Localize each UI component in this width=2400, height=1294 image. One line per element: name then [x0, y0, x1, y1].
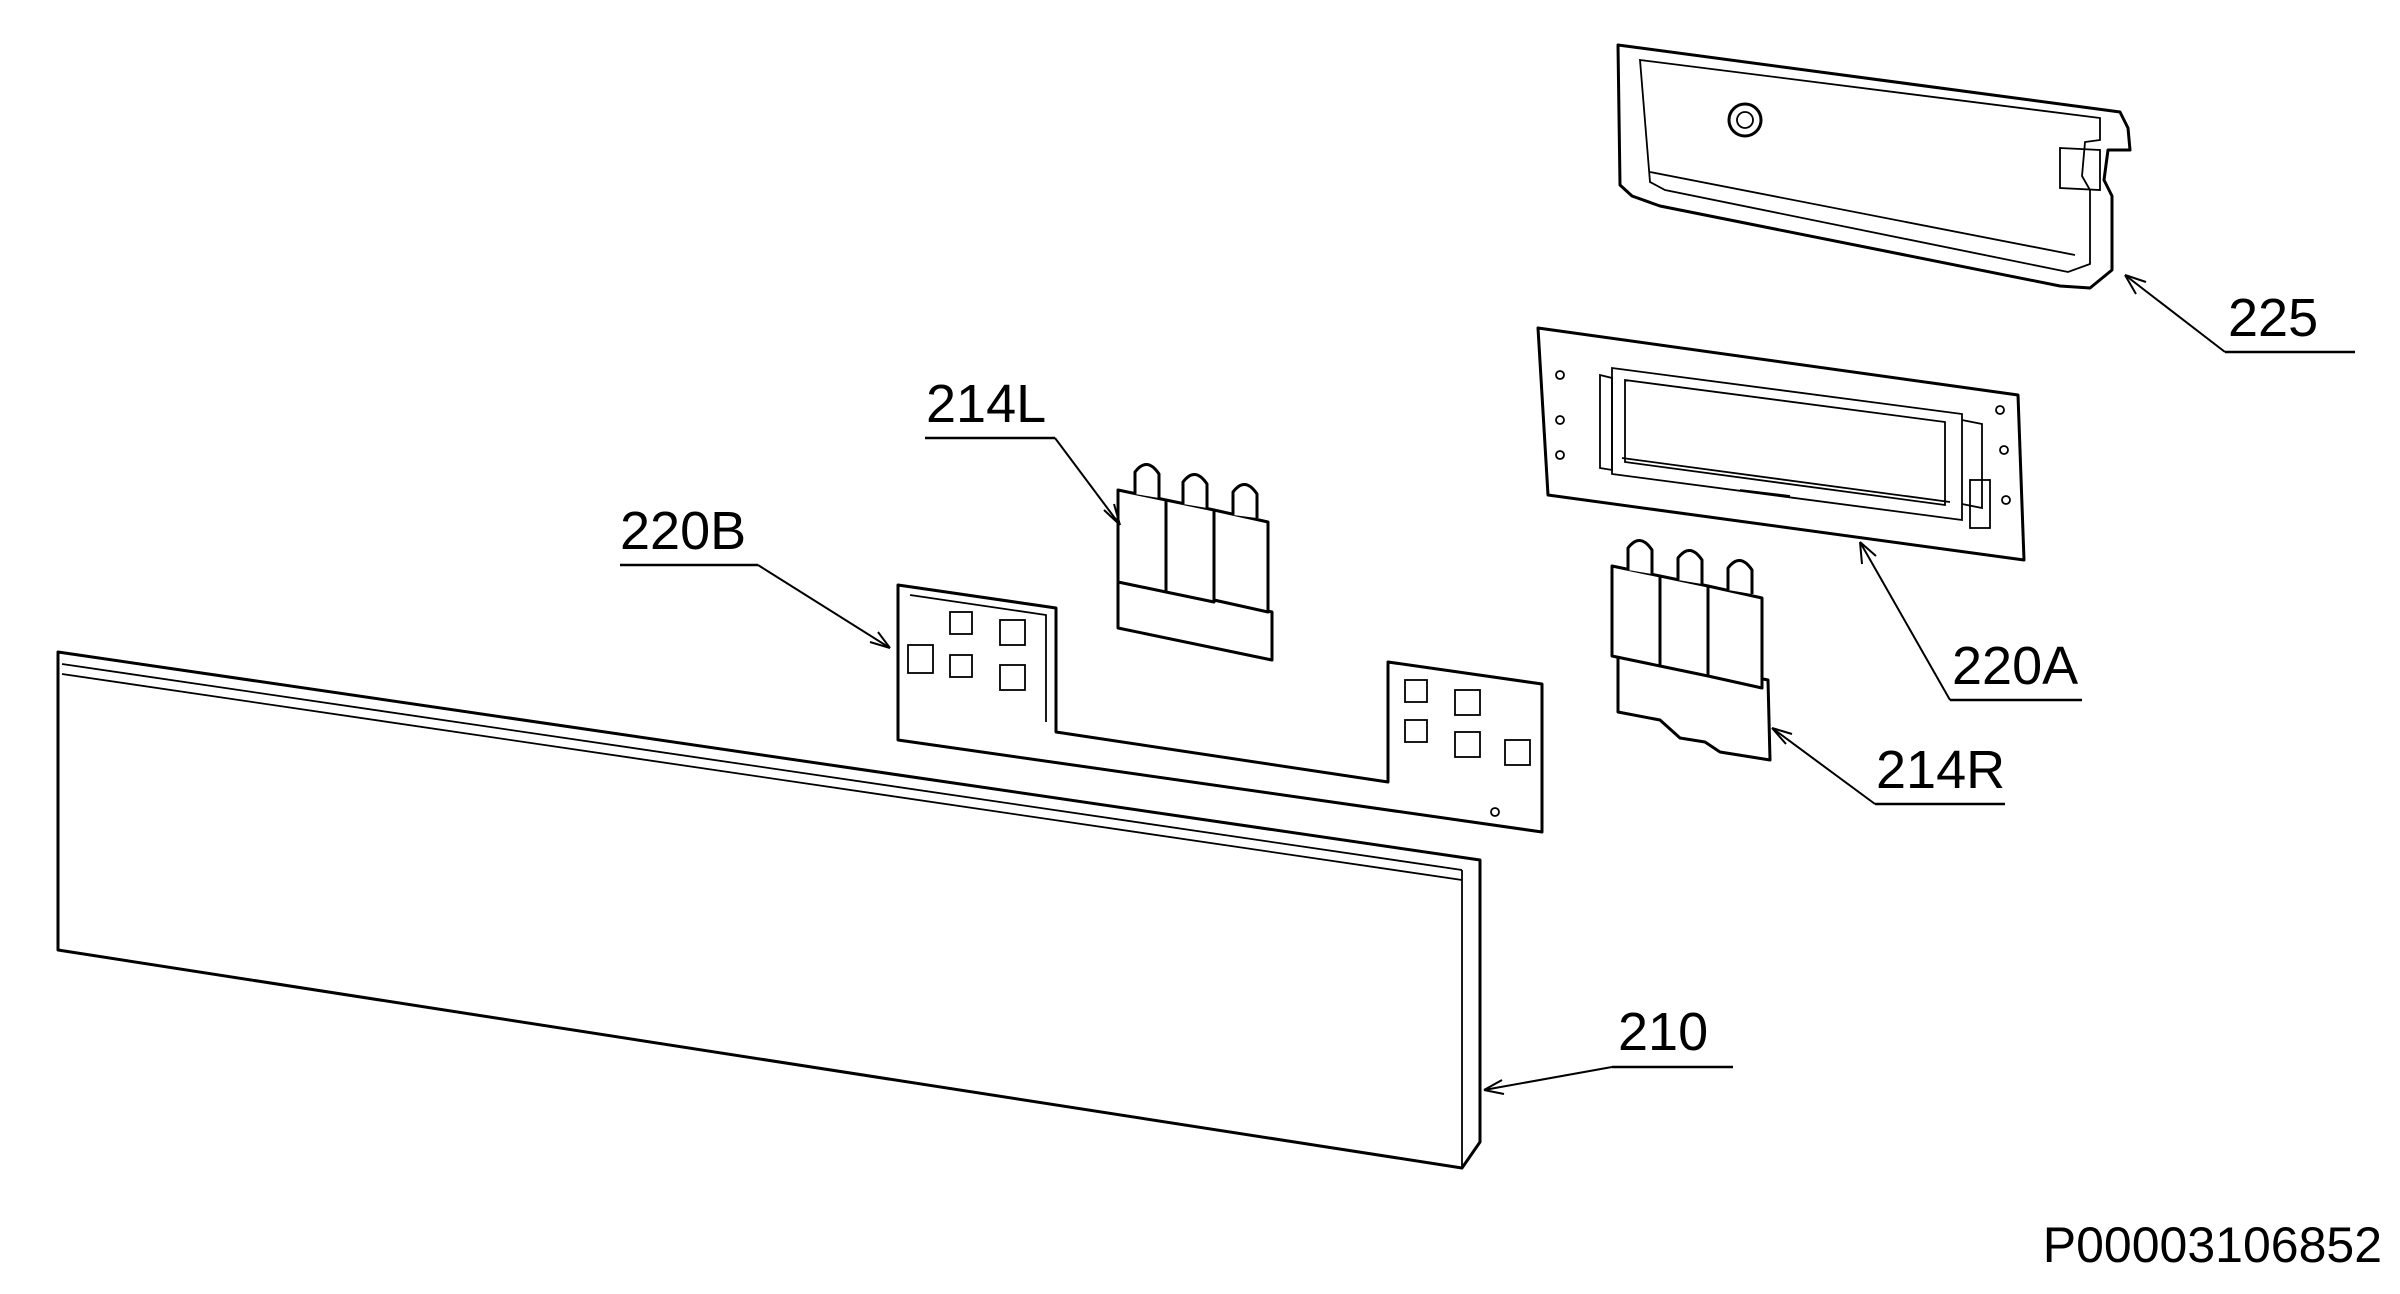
callout-label-220b: 220B	[620, 501, 746, 561]
callout-label-214r: 214R	[1876, 740, 2005, 800]
part-225-cover	[1616, 43, 2132, 290]
part-210-control-panel	[56, 650, 1482, 1170]
callout-label-210: 210	[1618, 1002, 1708, 1062]
leader-214l	[925, 436, 1121, 526]
leader-220b	[620, 563, 891, 649]
leader-210	[1483, 1065, 1733, 1095]
leader-220a	[1859, 541, 2082, 702]
part-214l-buttons	[1116, 463, 1274, 662]
callout-label-214l: 214L	[926, 374, 1046, 434]
leader-214r	[1771, 727, 2005, 806]
callout-label-225: 225	[2228, 288, 2318, 348]
leader-225	[2124, 274, 2355, 354]
part-220a-display-board	[1536, 326, 2026, 562]
callout-label-220a: 220A	[1952, 636, 2078, 696]
part-214r-buttons	[1610, 539, 1772, 762]
drawing-code: P00003106852	[2043, 1217, 2382, 1273]
part-220b-key-panel	[896, 583, 1544, 834]
